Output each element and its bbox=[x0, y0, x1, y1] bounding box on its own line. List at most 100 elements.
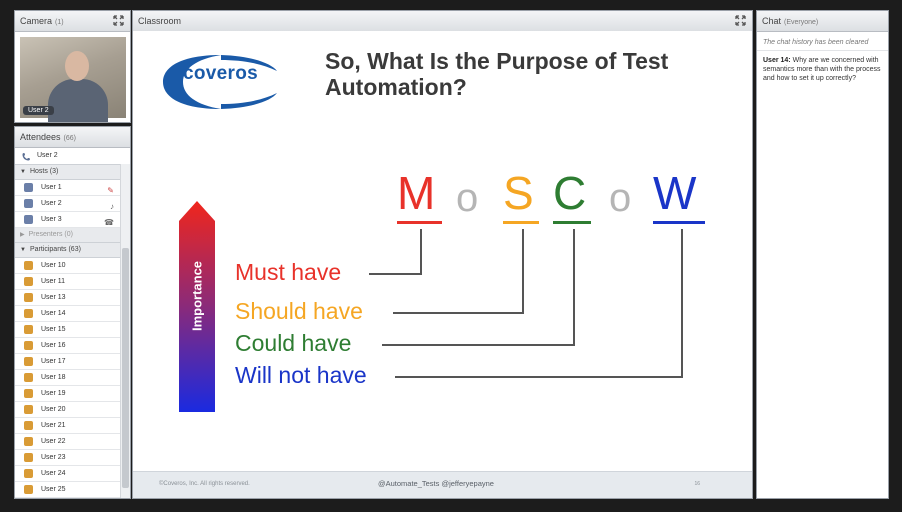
participant-name: User 13 bbox=[41, 294, 66, 301]
camera-title: Camera bbox=[20, 16, 53, 26]
participant-row[interactable]: User 23 bbox=[15, 450, 130, 466]
user-icon bbox=[24, 309, 33, 318]
user-icon bbox=[24, 469, 33, 478]
participant-row[interactable]: User 18 bbox=[15, 370, 130, 386]
host-name: User 3 bbox=[41, 216, 62, 223]
phone-icon: ☎ bbox=[104, 218, 114, 227]
participant-name: User 18 bbox=[41, 374, 66, 381]
participant-row[interactable]: User 24 bbox=[15, 466, 130, 482]
expand-icon[interactable] bbox=[735, 15, 746, 26]
attendees-header: Attendees(66) bbox=[15, 127, 130, 148]
participant-row[interactable]: User 22 bbox=[15, 434, 130, 450]
participants-list: User 10 User 11 User 13 User 14 User 15 User … bbox=[15, 258, 130, 499]
presentation-slide: coveros So, What Is the Purpose of Test … bbox=[133, 31, 752, 498]
slide-footer: ©Coveros, Inc. All rights reserved. @Aut… bbox=[133, 471, 752, 498]
chat-title: Chat bbox=[762, 16, 782, 26]
connector-must-vertical bbox=[420, 229, 422, 275]
participant-row[interactable]: User 20 bbox=[15, 402, 130, 418]
mic-muted-icon: ✎ bbox=[107, 186, 114, 195]
participant-name: User 23 bbox=[41, 454, 66, 461]
chat-message-text: Why are we concerned with semantics more… bbox=[763, 57, 881, 82]
participant-row[interactable]: User 11 bbox=[15, 274, 130, 290]
hosts-group-header[interactable]: ▼Hosts (3) bbox=[15, 165, 130, 180]
chat-cleared-notice: The chat history has been cleared bbox=[757, 32, 888, 51]
footer-copyright: ©Coveros, Inc. All rights reserved. bbox=[159, 481, 250, 487]
attendees-scrollbar[interactable] bbox=[120, 164, 130, 498]
importance-arrow bbox=[179, 201, 215, 412]
connector-wont bbox=[395, 376, 683, 378]
connector-could bbox=[382, 344, 575, 346]
will-not-have-label: Will not have bbox=[235, 362, 367, 388]
camera-panel: Camera(1) User 2 bbox=[14, 10, 131, 123]
participant-name: User 10 bbox=[41, 262, 66, 269]
participant-row[interactable]: User 19 bbox=[15, 386, 130, 402]
scrollbar-thumb[interactable] bbox=[122, 248, 129, 488]
participant-row[interactable]: User 14 bbox=[15, 306, 130, 322]
user-icon bbox=[24, 421, 33, 430]
camera-user-label: User 2 bbox=[23, 106, 54, 115]
connector-must bbox=[369, 273, 421, 275]
moscow-letter-s: S bbox=[503, 167, 534, 219]
connector-wont-vertical bbox=[681, 229, 683, 378]
user-icon bbox=[24, 453, 33, 462]
participant-row[interactable]: User 10 bbox=[15, 258, 130, 274]
participant-row[interactable]: User 21 bbox=[15, 418, 130, 434]
attendees-panel: Attendees(66) User 2 ▼Hosts (3) User 1✎ … bbox=[14, 126, 131, 499]
host-name: User 2 bbox=[41, 200, 62, 207]
participant-name: User 19 bbox=[41, 390, 66, 397]
could-have-label: Could have bbox=[235, 330, 352, 356]
user-icon bbox=[24, 215, 33, 224]
collapse-triangle-icon: ▼ bbox=[20, 169, 26, 175]
chat-message-user: User 14: bbox=[763, 57, 791, 64]
user-icon bbox=[24, 183, 33, 192]
host-row[interactable]: User 3 ☎ bbox=[15, 212, 130, 228]
camera-header: Camera(1) bbox=[15, 11, 130, 32]
expand-icon[interactable] bbox=[113, 15, 124, 26]
coveros-logo-swoosh bbox=[163, 55, 277, 109]
moscow-letter-c: C bbox=[553, 167, 587, 219]
current-user-name: User 2 bbox=[37, 152, 58, 159]
participant-name: User 21 bbox=[41, 422, 66, 429]
collapse-triangle-icon: ▼ bbox=[20, 247, 26, 253]
camera-video: User 2 bbox=[20, 37, 126, 122]
participant-row[interactable]: User 25 bbox=[15, 482, 130, 498]
participant-name: User 14 bbox=[41, 310, 66, 317]
participant-row[interactable]: User 13 bbox=[15, 290, 130, 306]
underline-m bbox=[397, 221, 442, 224]
should-have-label: Should have bbox=[235, 298, 363, 324]
must-have-label: Must have bbox=[235, 259, 342, 285]
participant-name: User 15 bbox=[41, 326, 66, 333]
user-icon bbox=[24, 277, 33, 286]
participant-name: User 11 bbox=[41, 278, 65, 285]
host-row[interactable]: User 1✎ bbox=[15, 180, 130, 196]
participant-row[interactable]: User 15 bbox=[15, 322, 130, 338]
webcam-person-head bbox=[65, 51, 89, 81]
connector-should-vertical bbox=[522, 229, 524, 314]
participant-row[interactable]: User 16 bbox=[15, 338, 130, 354]
expand-triangle-icon: ▶ bbox=[20, 232, 25, 238]
user-icon bbox=[24, 199, 33, 208]
moscow-letter-o: o bbox=[609, 176, 632, 220]
moscow-letter-o: o bbox=[456, 176, 479, 220]
user-icon bbox=[24, 437, 33, 446]
footer-page-number: 16 bbox=[694, 481, 700, 487]
microphone-icon: ♪ bbox=[110, 202, 114, 211]
user-icon bbox=[24, 389, 33, 398]
presenters-group-header[interactable]: ▶Presenters (0) bbox=[15, 228, 130, 243]
participants-group-header[interactable]: ▼Participants (63) bbox=[15, 243, 130, 258]
user-icon bbox=[24, 293, 33, 302]
user-icon bbox=[24, 341, 33, 350]
connector-should bbox=[393, 312, 524, 314]
chat-panel: Chat(Everyone) The chat history has been… bbox=[756, 10, 889, 499]
importance-label: Importance bbox=[189, 260, 205, 332]
attendees-title: Attendees bbox=[20, 132, 61, 142]
participant-row[interactable]: User 26 bbox=[15, 498, 130, 499]
classroom-title: Classroom bbox=[138, 16, 182, 26]
underline-s bbox=[503, 221, 539, 224]
slide-title: So, What Is the Purpose of Test Automati… bbox=[325, 48, 669, 100]
host-row[interactable]: User 2 ♪ bbox=[15, 196, 130, 212]
current-user[interactable]: User 2 bbox=[15, 148, 130, 165]
participant-row[interactable]: User 17 bbox=[15, 354, 130, 370]
user-icon bbox=[24, 325, 33, 334]
moscow-letter-w: W bbox=[653, 167, 697, 219]
